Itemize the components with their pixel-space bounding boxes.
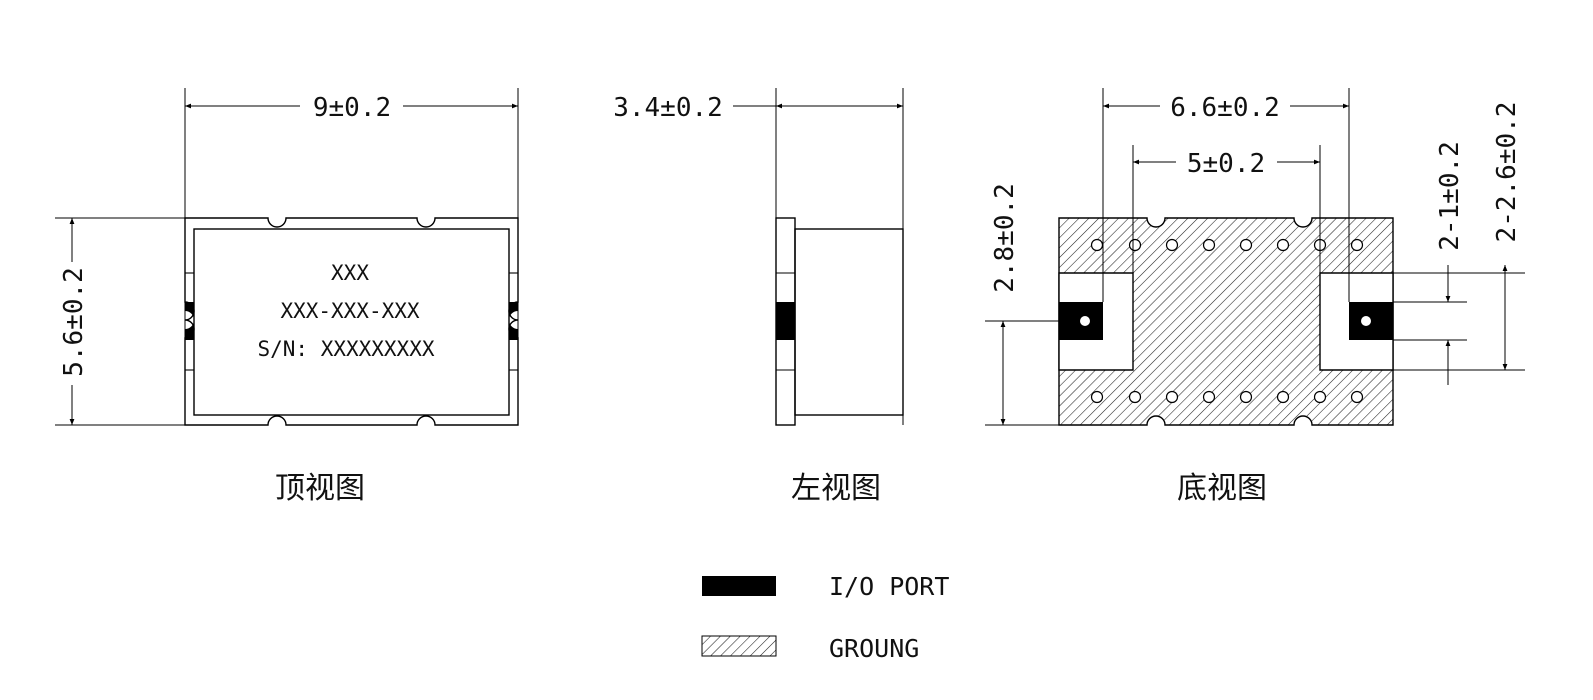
legend: I/O PORT GROUNG xyxy=(701,572,949,663)
top-lid xyxy=(193,228,510,416)
marking-line-2: XXX-XXX-XXX xyxy=(280,299,419,323)
top-width-label: 9±0.2 xyxy=(313,93,391,123)
side-depth-label: 3.4±0.2 xyxy=(613,93,723,123)
bottom-view-caption: 底视图 xyxy=(1177,471,1267,506)
pin-center-label: 2.8±0.2 xyxy=(990,183,1020,293)
top-right-port xyxy=(509,302,518,340)
top-view: 9±0.2 5.6±0.2 XXX XXX-XXX-XXX S/N: XXXXX… xyxy=(55,88,519,506)
top-view-caption: 顶视图 xyxy=(275,471,365,506)
legend-ground-label: GROUNG xyxy=(829,634,919,663)
left-view-caption: 左视图 xyxy=(791,471,881,506)
ground-plane xyxy=(1058,217,1394,426)
pad-width-label: 2-1±0.2 xyxy=(1435,141,1465,251)
bottom-inner-label: 5±0.2 xyxy=(1187,149,1265,179)
side-port xyxy=(776,302,795,340)
left-view: 3.4±0.2 左视图 xyxy=(613,88,904,506)
top-height-label: 5.6±0.2 xyxy=(59,267,89,377)
side-lid xyxy=(794,228,904,416)
legend-io-label: I/O PORT xyxy=(829,572,949,601)
top-left-port xyxy=(185,302,194,340)
via-row-bottom xyxy=(1090,390,1364,404)
bottom-view: 6.6±0.2 5±0.2 2.8±0.2 2-1±0.2 2-2.6±0.2 … xyxy=(985,88,1525,506)
pad-span-label: 2-2.6±0.2 xyxy=(1492,102,1522,243)
marking-line-3: S/N: XXXXXXXXX xyxy=(257,337,434,361)
bottom-outer-label: 6.6±0.2 xyxy=(1170,93,1280,123)
marking-line-1: XXX xyxy=(331,261,369,285)
legend-io-swatch xyxy=(702,576,776,596)
legend-ground-swatch xyxy=(701,635,777,657)
